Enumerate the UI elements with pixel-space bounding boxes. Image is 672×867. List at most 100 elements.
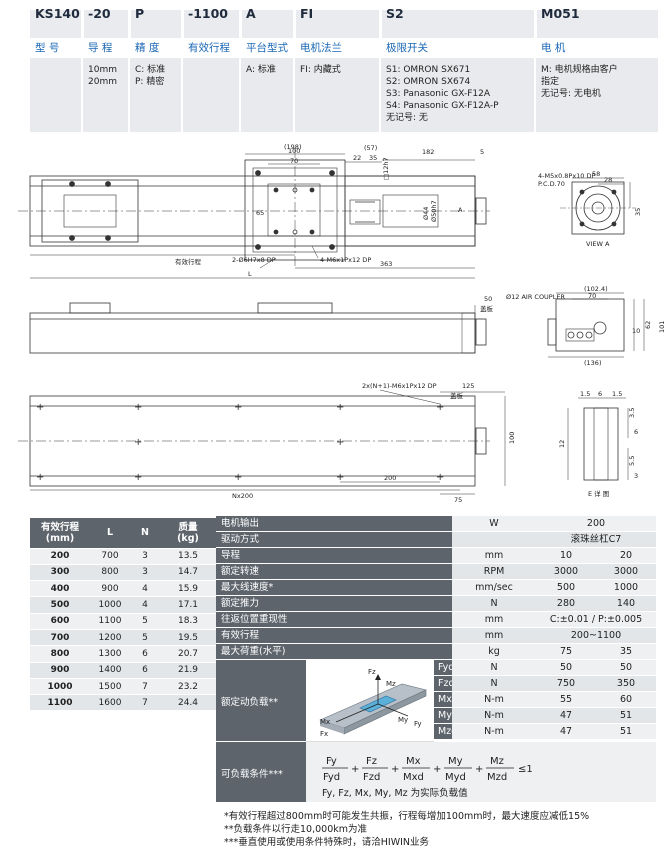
svg-text:Mz: Mz: [490, 756, 504, 767]
side-101: 101: [658, 321, 666, 333]
note-2: **负载条件以行走10,000km为准: [224, 824, 367, 835]
load-condition-formula: Fy Fyd + Fz Fzd + Mx Mxd + My Myd + Mz M…: [322, 756, 533, 799]
dim-44: Ø44: [422, 207, 430, 220]
code-switch: S2: [386, 6, 404, 21]
svg-text:Fyd: Fyd: [323, 772, 340, 783]
side-10: 10: [632, 327, 640, 335]
hole-label-6h7: 2-Ø6H7x8 DP: [232, 256, 276, 264]
condition-formula-cell: Fy Fyd + Fz Fzd + Mx Mxd + My Myd + Mz M…: [306, 742, 656, 802]
svg-text:+: +: [433, 764, 441, 775]
dim-198: (198): [284, 143, 301, 151]
bottom-100: 100: [508, 432, 516, 444]
svg-text:+: +: [475, 764, 483, 775]
svg-text:+: +: [436, 472, 444, 483]
bottom-n200: Nx200: [232, 492, 253, 500]
dim-12h7: □12h7: [382, 157, 390, 180]
platform-options: A: 标准: [246, 65, 276, 75]
header-switch: 极限开关: [386, 42, 428, 54]
svg-text:My: My: [398, 716, 408, 724]
side-50: 50: [484, 295, 492, 303]
note-3: ***垂直使用或使用条件特殊时，请洽HIWIN业务: [224, 837, 429, 848]
detail-35: 3.5: [628, 408, 636, 418]
view-a-58: 58: [592, 170, 600, 178]
svg-text:+: +: [134, 472, 142, 483]
side-cover: 盖板: [480, 304, 494, 313]
model-code-row: [30, 10, 658, 38]
bottom-125: 125: [462, 382, 474, 390]
svg-text:+: +: [336, 437, 344, 448]
view-a-hole: 4-M5x0.8Px10 DP: [538, 172, 596, 180]
bottom-cover: 盖板: [450, 391, 464, 400]
axis-diagram-cell: Fz Mz Mx Fx My Fy: [306, 660, 434, 742]
dim-182: 182: [422, 148, 434, 156]
svg-text:Fz: Fz: [366, 756, 377, 767]
bottom-75: 75: [454, 496, 462, 504]
flange-options: FI: 内藏式: [300, 65, 341, 75]
detail-e-label: E 详 图: [588, 489, 609, 498]
view-a-label: VIEW A: [586, 240, 610, 248]
code-stroke: -1100: [188, 6, 228, 21]
view-a-marker: A: [458, 206, 463, 214]
header-lead: 导 程: [88, 42, 113, 54]
col-n: N: [130, 518, 160, 549]
hole-label-m6: 4-M6x1Px12 DP: [320, 256, 371, 264]
header-platform: 平台型式: [246, 42, 288, 54]
svg-text:Fy: Fy: [414, 720, 422, 728]
view-a-28: 28: [604, 176, 612, 184]
dim-100: 100: [288, 147, 300, 155]
view-a-pcd: P.C.D.70: [538, 180, 565, 188]
length-label: L: [248, 270, 252, 278]
svg-text:Mzd: Mzd: [487, 772, 507, 783]
svg-text:My: My: [448, 756, 463, 767]
bottom-holes: 2x(N+1)-M6x1Px12 DP: [362, 382, 437, 390]
svg-text:+: +: [336, 402, 344, 413]
svg-text:Fx: Fx: [320, 730, 328, 738]
detail-15b: 1.5: [612, 390, 622, 398]
code-model: KS140: [35, 6, 80, 21]
svg-text:+: +: [336, 472, 344, 483]
side-coupler: Ø12 AIR COUPLER: [506, 293, 565, 301]
svg-text:+: +: [234, 402, 242, 413]
svg-text:Fy, Fz, Mx, My, Mz 为实际负载值: Fy, Fz, Mx, My, Mz 为实际负载值: [322, 787, 468, 799]
side-70: 70: [588, 292, 596, 300]
dim-57: (57): [364, 144, 377, 152]
dim-65: 65: [256, 209, 264, 217]
code-lead: -20: [88, 6, 111, 21]
svg-text:Fzd: Fzd: [363, 772, 380, 783]
col-stroke: 有效行程(mm): [30, 518, 90, 549]
svg-text:+: +: [36, 402, 44, 413]
condition-label-cell: 可负载条件***: [216, 742, 306, 802]
col-l: L: [90, 518, 130, 549]
header-precision: 精 度: [135, 42, 160, 54]
load-axis-diagram: Fz Mz Mx Fx My Fy: [319, 668, 427, 738]
load-label-cell: 额定动负载**: [216, 660, 306, 742]
code-precision: P: [135, 6, 145, 21]
note-1: *有效行程超过800mm时可能发生共振，行程每增加100mm时，最大速度应减低1…: [224, 811, 590, 822]
svg-text:Mx: Mx: [406, 756, 421, 767]
svg-text:Myd: Myd: [445, 772, 466, 783]
dim-5: 5: [480, 148, 484, 156]
detail-55: 5.5: [628, 456, 636, 466]
svg-text:Mz: Mz: [386, 680, 396, 688]
code-platform: A: [246, 6, 256, 21]
svg-text:+: +: [134, 437, 142, 448]
dim-22: 22: [353, 154, 361, 162]
detail-12: 12: [558, 440, 566, 448]
side-62: 62: [644, 321, 652, 329]
dim-35: 35: [369, 154, 377, 162]
svg-text:Fz: Fz: [368, 668, 376, 676]
bottom-view-drawing: ++ +++ ++ +++ ++ 2x(N+1)-M6x1Px12 DP 125…: [18, 382, 638, 504]
dim-363: 363: [380, 260, 392, 268]
code-motor: M051: [541, 6, 580, 21]
detail-3: 3: [634, 472, 638, 480]
detail-6: 6: [598, 390, 602, 398]
svg-text:+: +: [234, 472, 242, 483]
side-view-drawing: 50 盖板 Ø12 AIR COUPLER (102.4) 70 10 62 1…: [29, 285, 666, 367]
code-flange: FI: [300, 6, 314, 21]
